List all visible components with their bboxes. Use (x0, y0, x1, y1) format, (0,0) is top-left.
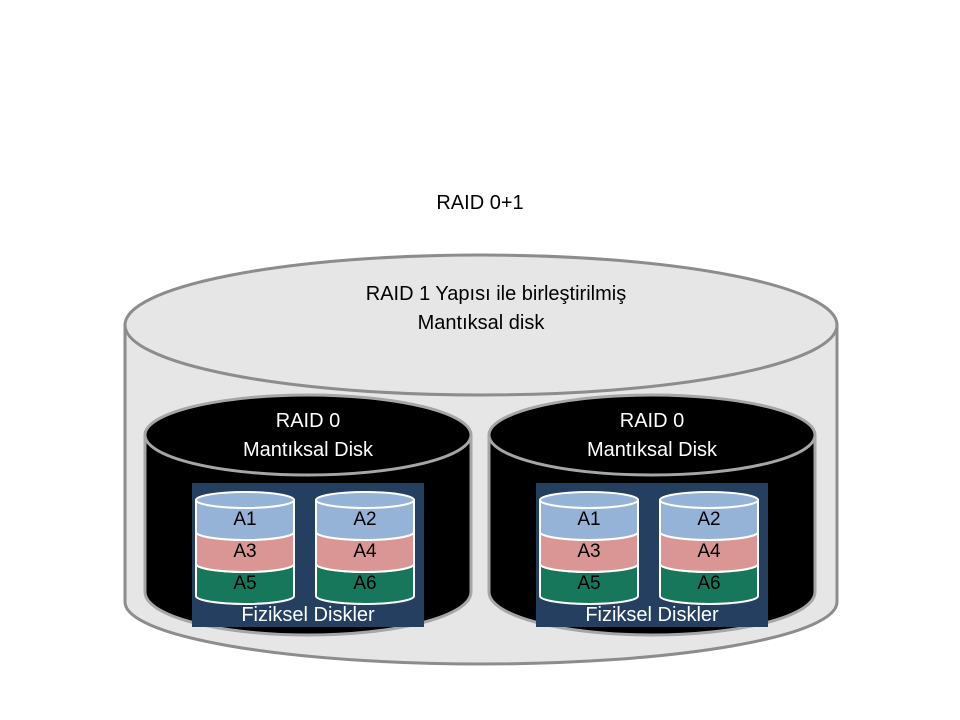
disk-segment-label: A3 (233, 541, 256, 562)
disk-segment-label: A5 (233, 573, 256, 594)
disk-segment-label: A1 (233, 509, 256, 530)
disk-segment-body (315, 531, 415, 573)
outer-cylinder-top (123, 253, 839, 397)
disk-segment-label: A6 (697, 573, 720, 594)
outer-label-line2: Mantıksal disk (418, 312, 546, 334)
disk-segment-body (659, 499, 759, 541)
raid0-label-line1: RAID 0 (620, 410, 684, 432)
disk-segment-body (659, 563, 759, 605)
disk-segment-label: A2 (697, 509, 720, 530)
disk-segment-body (539, 531, 639, 573)
disk-segment-label: A4 (353, 541, 377, 562)
disk-segment-top (539, 491, 639, 509)
disk-segment-top (195, 491, 295, 509)
disk-segment-body (315, 563, 415, 605)
disk-segment-label: A4 (697, 541, 721, 562)
disk-segment-top (315, 491, 415, 509)
disk-segment-label: A6 (353, 573, 376, 594)
diagram-title: RAID 0+1 (436, 192, 524, 214)
outer-label-line1: RAID 1 Yapısı ile birleştirilmiş (366, 283, 626, 305)
disk-segment-body (195, 531, 295, 573)
disk-segment-label: A3 (577, 541, 600, 562)
disk-segment-body (315, 499, 415, 541)
raid0-cylinder-top (487, 393, 817, 477)
physical-disks-caption: Fiziksel Diskler (585, 604, 719, 626)
raid0-label-line2: Mantıksal Disk (243, 439, 374, 461)
disk-segment-label: A2 (353, 509, 376, 530)
raid0-label-line1: RAID 0 (276, 410, 340, 432)
disk-segment-body (195, 499, 295, 541)
disk-segment-body (195, 563, 295, 605)
disk-segment-label: A5 (577, 573, 600, 594)
disk-segment-label: A1 (577, 509, 600, 530)
raid0-label-line2: Mantıksal Disk (587, 439, 718, 461)
raid0-cylinder-top (143, 393, 473, 477)
disk-segment-top (659, 491, 759, 509)
disk-segment-body (539, 499, 639, 541)
disk-segment-body (539, 563, 639, 605)
disk-segment-body (659, 531, 759, 573)
physical-disks-caption: Fiziksel Diskler (241, 604, 375, 626)
